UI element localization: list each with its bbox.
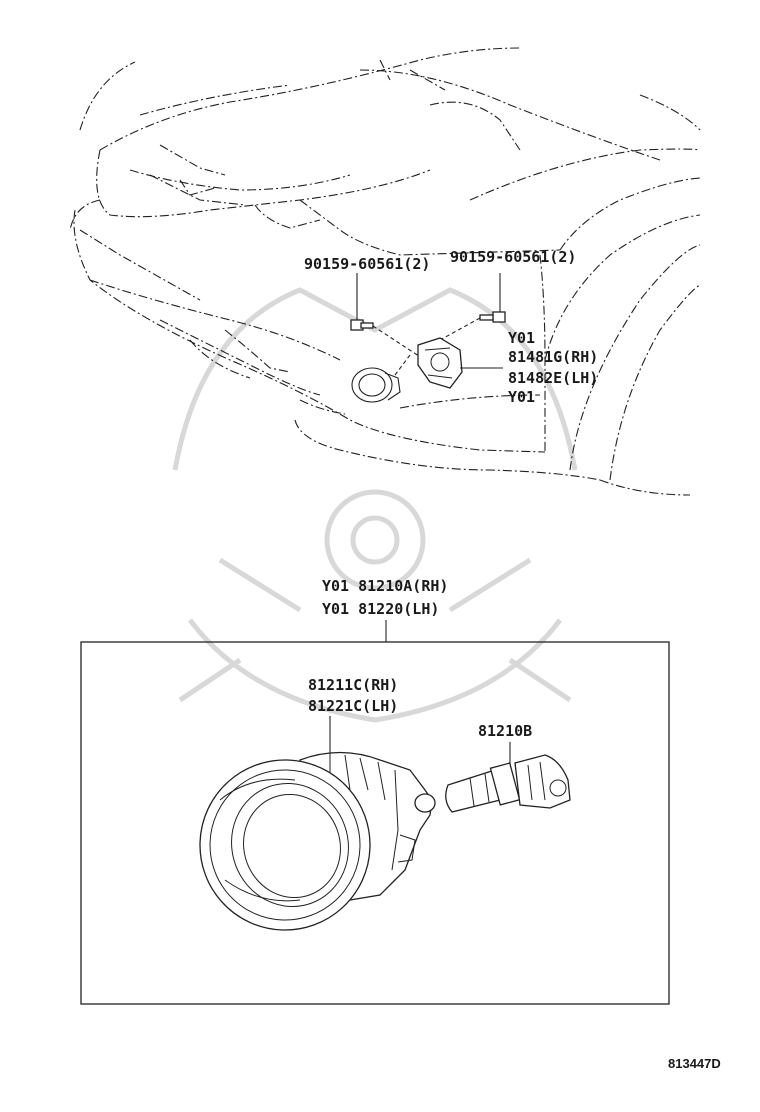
- mounting-bracket-icon: [417, 337, 463, 389]
- bolt-left-icon: [350, 319, 374, 331]
- bracket-rh-callout: 81481G(RH): [508, 348, 598, 366]
- watermark-emblem: [172, 287, 578, 723]
- fog-lamp-unit-icon: [199, 751, 436, 931]
- assembly-rh-callout: Y01 81210A(RH): [322, 577, 448, 595]
- assembly-lh-callout: Y01 81220(LH): [322, 600, 439, 618]
- bolt-right-icon: [479, 311, 506, 323]
- upper-hardware: [350, 273, 506, 389]
- bracket-lh-callout: 81482E(LH): [508, 369, 598, 387]
- bracket-code-top: Y01: [508, 329, 535, 347]
- halogen-bulb-icon: [445, 754, 571, 813]
- figure-number: 813447D: [668, 1056, 721, 1071]
- assembly-detail-box: [80, 641, 670, 1005]
- vehicle-front-outline: [69, 47, 701, 496]
- unit-lh-callout: 81221C(LH): [308, 697, 398, 715]
- unit-rh-callout: 81211C(RH): [308, 676, 398, 694]
- bulb-callout: 81210B: [478, 722, 532, 740]
- bolt-left-callout: 90159-60561(2): [304, 255, 430, 273]
- bolt-right-callout: 90159-60561(2): [450, 248, 576, 266]
- bracket-code-bottom: Y01: [508, 388, 535, 406]
